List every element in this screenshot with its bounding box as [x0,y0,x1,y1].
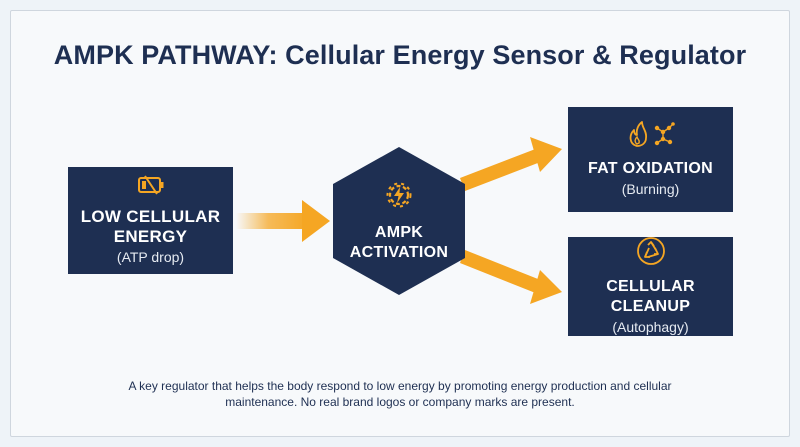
low-energy-sub: (ATP drop) [116,249,185,265]
low-energy-label-line1: LOW CELLULAR [80,207,221,226]
cellular-cleanup-box: CELLULAR CLEANUP (Autophagy) [568,237,733,336]
low-energy-label-line2: ENERGY [113,227,188,246]
ampk-node: AMPK ACTIVATION [333,147,465,295]
gear-lightning-icon [384,180,414,215]
cellular-cleanup-sub: (Autophagy) [612,319,689,335]
cellular-cleanup-label: CELLULAR CLEANUP [606,278,695,315]
diagram-caption: A key regulator that helps the body resp… [100,378,700,410]
fat-oxidation-label: FAT OXIDATION [587,160,714,177]
diagram-title: AMPK PATHWAY: Cellular Energy Sensor & R… [53,40,747,70]
fat-oxidation-box: FAT OXIDATION (Burning) [568,107,733,212]
arrow-ampk-to-fat [460,137,562,191]
caption-line1: A key regulator that helps the body resp… [128,379,672,393]
ampk-label-line1: AMPK [374,223,424,241]
battery-low-icon [137,174,165,201]
arrow-low-to-ampk [236,200,330,242]
flame-molecule-icon [625,120,677,153]
ampk-label-line2: ACTIVATION [349,243,449,261]
ampk-hexagon [333,147,465,295]
fat-oxidation-sub: (Burning) [621,181,680,197]
caption-line2: maintenance. No real brand logos or comp… [225,395,575,409]
low-energy-box: LOW CELLULAR ENERGY (ATP drop) [68,167,233,274]
recycle-icon [636,236,666,271]
arrow-ampk-to-cleanup [460,250,562,304]
